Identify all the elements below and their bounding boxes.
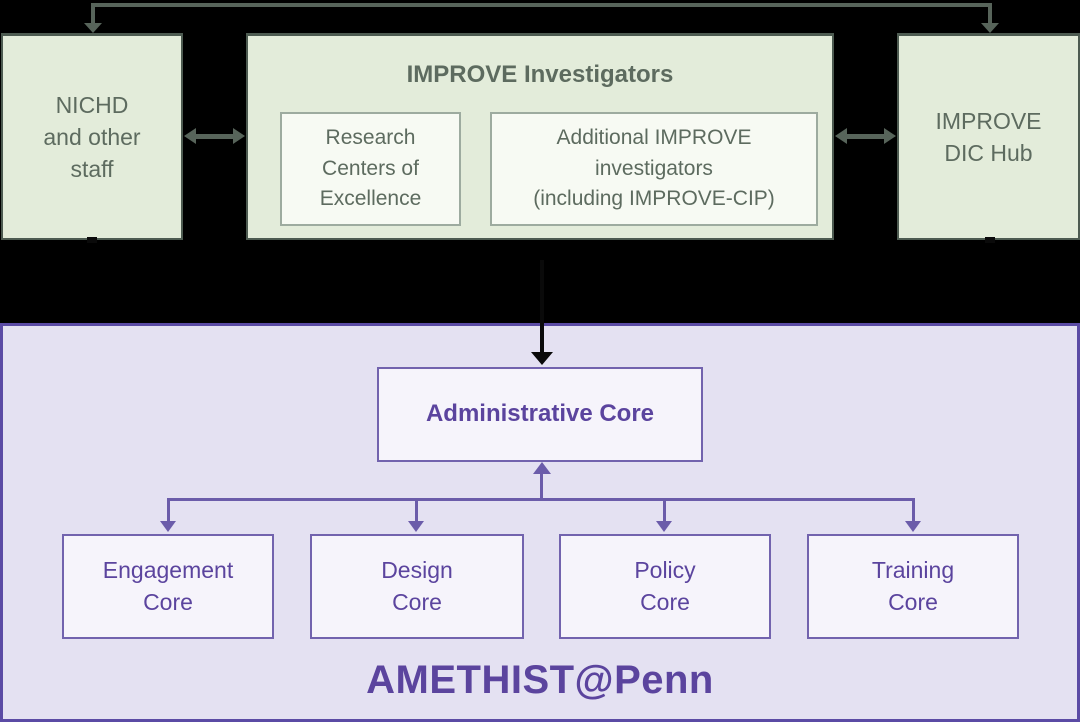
dichub-bottom-stub [985,237,995,243]
core-drop-line [663,498,666,522]
investigators-box: IMPROVE Investigators Research Centers o… [246,33,834,240]
additional-investigators-label: Additional IMPROVE investigators (includ… [533,126,775,211]
core-drop-line [415,498,418,522]
training-core-label: Training Core [871,557,955,615]
down-arrowhead-icon [408,521,424,532]
dic-hub-box: IMPROVE DIC Hub [897,33,1080,240]
top-connector-right-segment [988,3,992,24]
research-centers-label: Research Centers of Excellence [319,126,422,211]
policy-core-label: Policy Core [634,557,696,615]
left-arrowhead-icon [184,128,196,144]
double-arrow-line [847,133,884,139]
core-drop-line [167,498,170,522]
up-arrowhead-icon [533,462,551,474]
design-core-label: Design Core [381,557,453,615]
down-arrowhead-icon [981,23,999,33]
administrative-core-box: Administrative Core [377,367,703,462]
investigators-dichub-double-arrow [835,128,896,144]
down-arrowhead-icon [531,352,553,365]
nichd-investigators-double-arrow [184,128,245,144]
admin-incoming-arrow-line [540,260,544,353]
core-drop-line [912,498,915,522]
amethist-footer-title: AMETHIST@Penn [366,658,714,702]
down-arrowhead-icon [84,23,102,33]
nichd-bottom-stub [87,237,97,243]
down-arrowhead-icon [656,521,672,532]
top-connector-horizontal-line [91,3,992,7]
dic-hub-label: IMPROVE DIC Hub [935,107,1042,166]
investigators-title: IMPROVE Investigators [406,61,674,88]
additional-investigators-box: Additional IMPROVE investigators (includ… [490,112,818,226]
double-arrow-line [196,133,233,139]
engagement-core-label: Engagement Core [102,557,234,615]
core-tree-line [167,498,915,501]
research-centers-box: Research Centers of Excellence [280,112,461,226]
top-connector-left-segment [91,3,95,24]
down-arrowhead-icon [160,521,176,532]
right-arrowhead-icon [233,128,245,144]
nichd-label: NICHD and other staff [43,91,141,183]
policy-core-box: Policy Core [559,534,771,639]
training-core-box: Training Core [807,534,1019,639]
down-arrowhead-icon [905,521,921,532]
admin-up-arrow-line [540,473,543,500]
right-arrowhead-icon [884,128,896,144]
nichd-box: NICHD and other staff [1,33,183,240]
design-core-box: Design Core [310,534,524,639]
administrative-core-label: Administrative Core [425,400,655,428]
engagement-core-box: Engagement Core [62,534,274,639]
left-arrowhead-icon [835,128,847,144]
